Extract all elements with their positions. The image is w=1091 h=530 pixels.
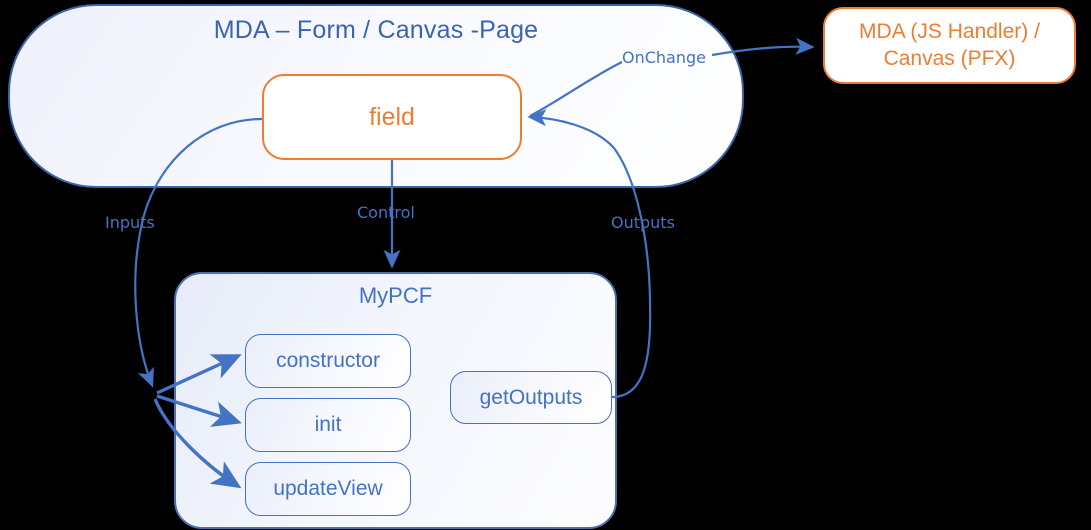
edge-label-onchange: OnChange [622,48,706,67]
edge-junction-to-updateview [153,398,242,489]
edge-label-control: Control [357,203,415,222]
method-updateview[interactable]: updateView [245,462,411,516]
edge-junction-to-init [156,394,242,427]
method-constructor[interactable]: constructor [245,334,411,388]
mda-page-title: MDA – Form / Canvas -Page [213,16,539,44]
field-box[interactable]: field [262,74,522,160]
edge-inputs-curve [134,117,263,388]
method-getoutputs-label: getOutputs [479,385,583,409]
edge-onchange-out [711,37,815,57]
method-updateview-label: updateView [273,477,383,500]
method-constructor-label: constructor [276,349,380,372]
edge-junction-to-constructor [156,354,242,395]
method-init-label: init [314,413,342,436]
edge-outputs-curve [527,109,652,399]
edge-onchange-in [529,61,623,117]
mda-handler-line2: Canvas (PFX) [883,46,1016,70]
mda-handler-line1: MDA (JS Handler) / [859,19,1040,43]
mypcf-title: MyPCF [358,283,433,308]
method-getoutputs[interactable]: getOutputs [450,371,612,424]
field-label: field [369,102,415,131]
edge-label-outputs: Outputs [611,213,675,232]
method-init[interactable]: init [245,398,411,452]
edge-label-inputs: Inputs [105,213,155,232]
mda-js-handler-box[interactable]: MDA (JS Handler) / Canvas (PFX) [823,7,1076,84]
